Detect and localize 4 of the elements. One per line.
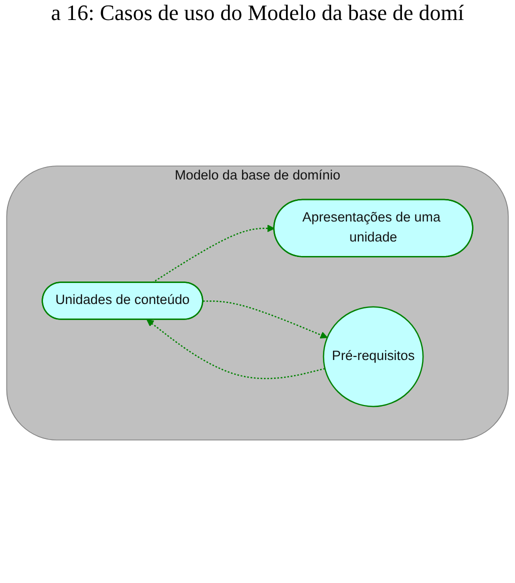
arrow [203,300,328,338]
arrow [146,319,326,380]
node-circle: Pré-requisitos [322,306,424,408]
figure-title: a 16: Casos de uso do Modelo da base de domí [50,0,466,27]
